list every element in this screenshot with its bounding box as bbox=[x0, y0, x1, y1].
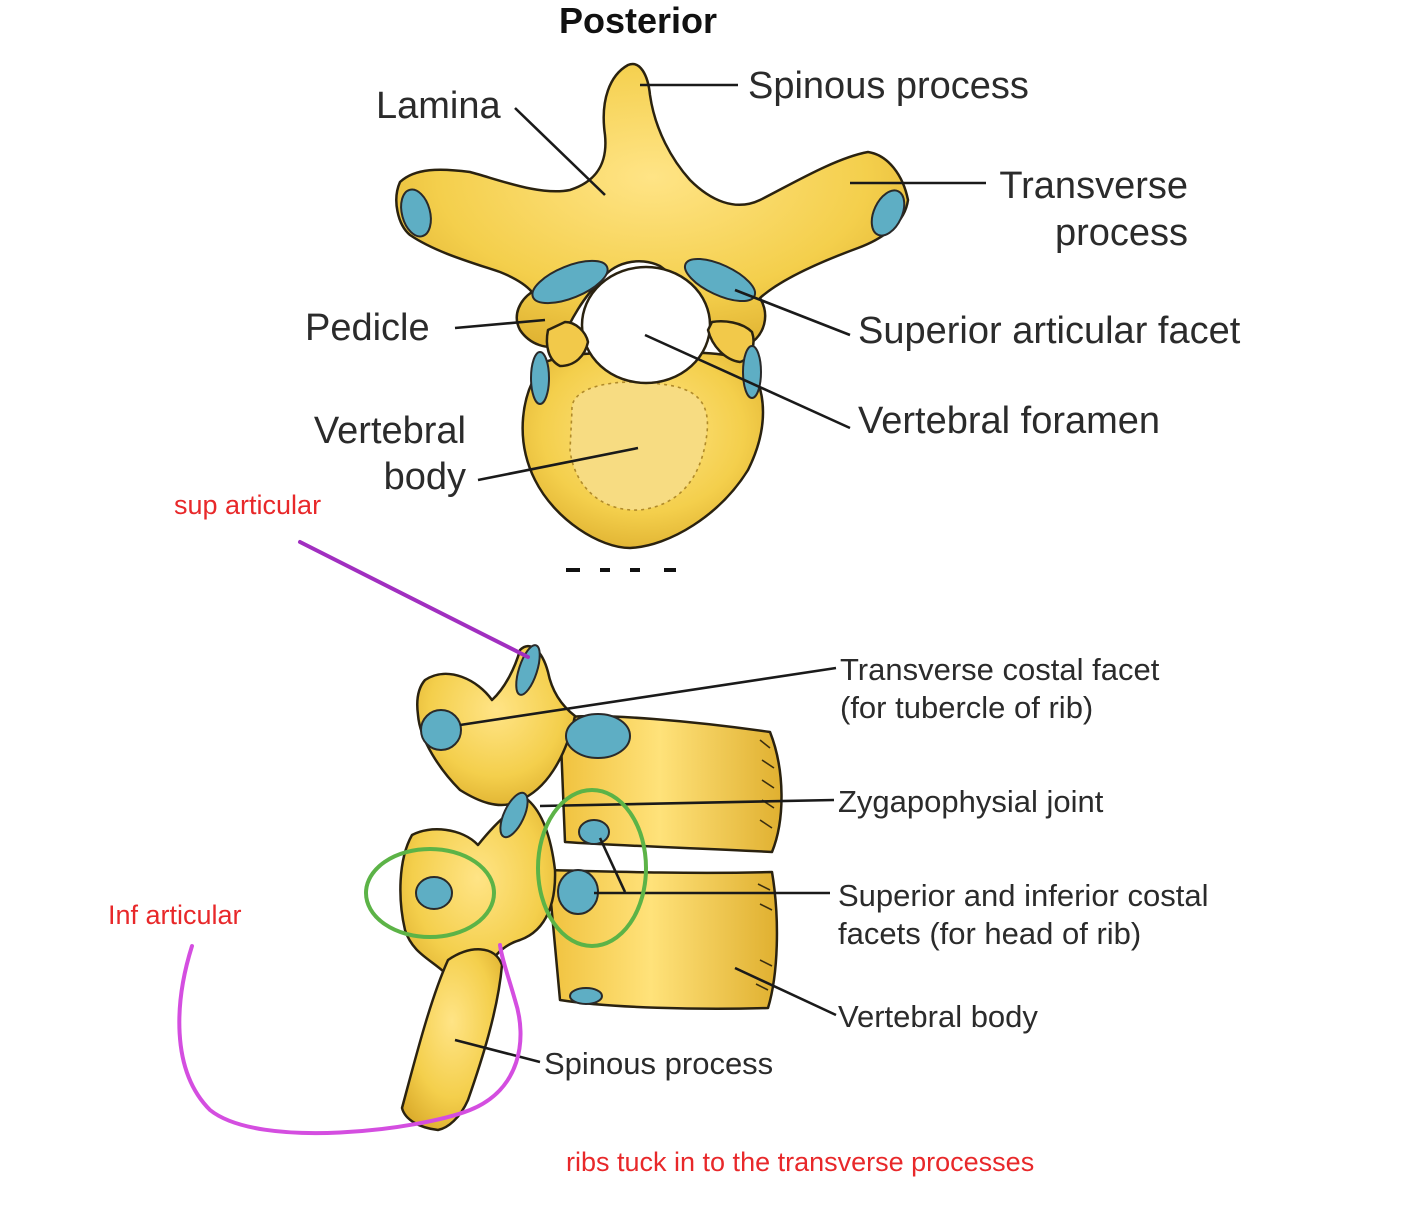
label-zygapophysial-joint: Zygapophysial joint bbox=[838, 784, 1104, 819]
label-transverse-costal-facet-1: Transverse costal facet bbox=[840, 652, 1160, 687]
top-vertebral-foramen-hole bbox=[580, 265, 712, 385]
leader-vertebral-body-lateral bbox=[734, 966, 837, 1017]
cropped-text-stub bbox=[600, 568, 610, 572]
top-arch-shape bbox=[395, 62, 910, 349]
label-vertebral-body-lateral: Vertebral body bbox=[838, 999, 1038, 1034]
label-costal-facets-1: Superior and inferior costal bbox=[838, 878, 1208, 913]
note-inf-articular: Inf articular bbox=[108, 900, 242, 930]
lateral-body-shading bbox=[755, 739, 775, 991]
label-transverse-process-1: Transverse bbox=[999, 165, 1188, 207]
lateral-transverse-costal-facet bbox=[420, 709, 462, 751]
top-costal-facet-left bbox=[530, 351, 550, 405]
label-transverse-process-2: process bbox=[1055, 212, 1188, 254]
top-vertebra bbox=[395, 62, 910, 550]
lateral-upper-costal-facet bbox=[565, 713, 631, 759]
leader-transverse-costal-facet bbox=[459, 666, 837, 727]
label-lamina: Lamina bbox=[376, 85, 501, 127]
lateral-zygapophysial-facet bbox=[499, 791, 529, 839]
top-superior-facet-left bbox=[531, 259, 609, 305]
leader-zygapophysial bbox=[539, 798, 835, 808]
leader-pedicle bbox=[454, 318, 546, 330]
top-facet-transverse-right bbox=[870, 189, 906, 237]
lateral-lower-transverse-facet bbox=[415, 876, 453, 910]
label-vertebral-body-1: Vertebral bbox=[314, 410, 466, 452]
leader-inferior-costal bbox=[598, 837, 627, 893]
annotation-green-circle-costal bbox=[536, 788, 648, 948]
leader-lamina bbox=[514, 107, 606, 196]
lateral-bottom-facet bbox=[569, 987, 603, 1005]
label-costal-facets-2: facets (for head of rib) bbox=[838, 916, 1141, 951]
leader-spinous-lateral bbox=[454, 1038, 541, 1064]
lateral-inferior-costal-facet bbox=[578, 819, 610, 845]
lateral-spinous-process bbox=[400, 948, 504, 1132]
top-costal-facet-right bbox=[742, 345, 762, 399]
cropped-text-stub bbox=[566, 568, 580, 572]
top-facet-transverse-left bbox=[400, 188, 432, 238]
annotation-sup-articular-line bbox=[298, 540, 530, 659]
lateral-vertebrae bbox=[399, 644, 783, 1132]
annotation-green-circle-inferior bbox=[364, 847, 496, 939]
label-spinous-process-top: Spinous process bbox=[748, 65, 1029, 107]
cropped-text-stub bbox=[630, 568, 640, 572]
label-spinous-process-lateral: Spinous process bbox=[544, 1046, 773, 1081]
view-title: Posterior bbox=[559, 0, 717, 41]
label-vertebral-body-2: body bbox=[384, 456, 466, 498]
leader-foramen bbox=[644, 333, 851, 430]
label-transverse-costal-facet-2: (for tubercle of rib) bbox=[840, 690, 1093, 725]
note-sup-articular: sup articular bbox=[174, 490, 321, 520]
lateral-lower-body bbox=[546, 868, 779, 1010]
label-superior-articular-facet: Superior articular facet bbox=[858, 310, 1241, 352]
top-body-texture bbox=[569, 381, 709, 511]
leader-body-top bbox=[477, 446, 639, 482]
label-pedicle: Pedicle bbox=[305, 307, 430, 349]
note-ribs-tuck: ribs tuck in to the transverse processes bbox=[566, 1147, 1034, 1177]
label-vertebral-foramen: Vertebral foramen bbox=[858, 400, 1160, 442]
top-pedicle-left bbox=[545, 320, 590, 368]
cropped-text-stub bbox=[664, 568, 676, 572]
lateral-sup-articular-facet bbox=[515, 644, 541, 696]
leader-superior-facet bbox=[734, 288, 851, 337]
lateral-superior-costal-facet bbox=[557, 869, 599, 915]
annotation-inf-articular-curve bbox=[177, 943, 523, 1136]
